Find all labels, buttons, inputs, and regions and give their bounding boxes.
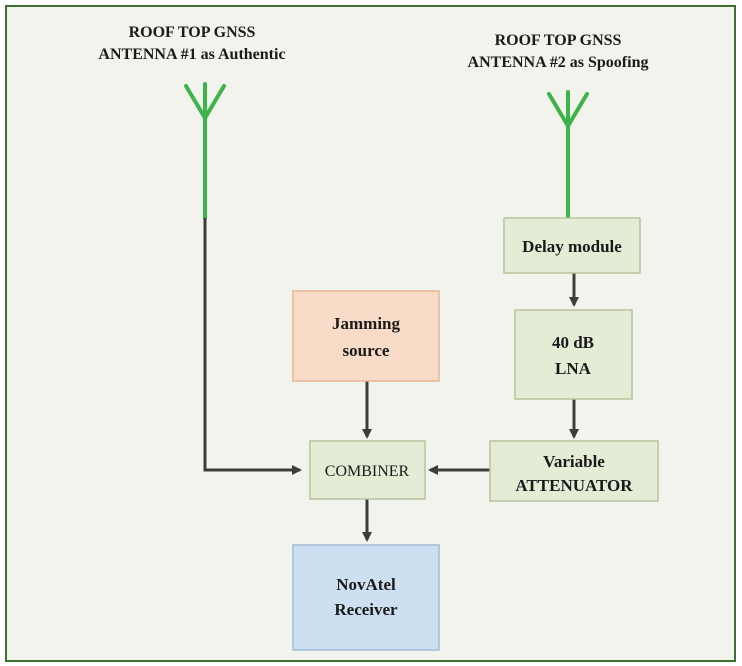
delay-module-box: Delay module <box>503 217 641 274</box>
antenna1-to-combiner-line <box>203 218 302 475</box>
antenna1-icon <box>184 82 226 220</box>
antenna1-label-line1: ROOF TOP GNSS <box>129 24 256 41</box>
lna-box: 40 dB LNA <box>514 309 633 400</box>
attenuator-label-line2: ATTENUATOR <box>515 476 633 495</box>
lna-label-line1: 40 dB <box>552 333 594 352</box>
combiner-label: COMBINER <box>325 463 410 480</box>
antenna2-icon <box>547 90 589 220</box>
jamming-label-line2: source <box>343 341 390 360</box>
jamming-label-line1: Jamming <box>332 314 401 333</box>
receiver-box: NovAtel Receiver <box>292 544 440 651</box>
antenna1-label-line2: ANTENNA #1 as Authentic <box>98 46 285 63</box>
receiver-label-line2: Receiver <box>334 600 398 619</box>
lna-label-line2: LNA <box>555 359 592 378</box>
combiner-box: COMBINER <box>309 440 426 500</box>
antenna2-label-line2: ANTENNA #2 as Spoofing <box>468 54 649 71</box>
jamming-source-box: Jamming source <box>292 290 440 382</box>
antenna2-label-line1: ROOF TOP GNSS <box>495 32 622 49</box>
attenuator-label-line1: Variable <box>543 452 605 471</box>
attenuator-box: Variable ATTENUATOR <box>489 440 659 502</box>
receiver-label-line1: NovAtel <box>336 575 396 594</box>
delay-module-label: Delay module <box>522 237 622 256</box>
